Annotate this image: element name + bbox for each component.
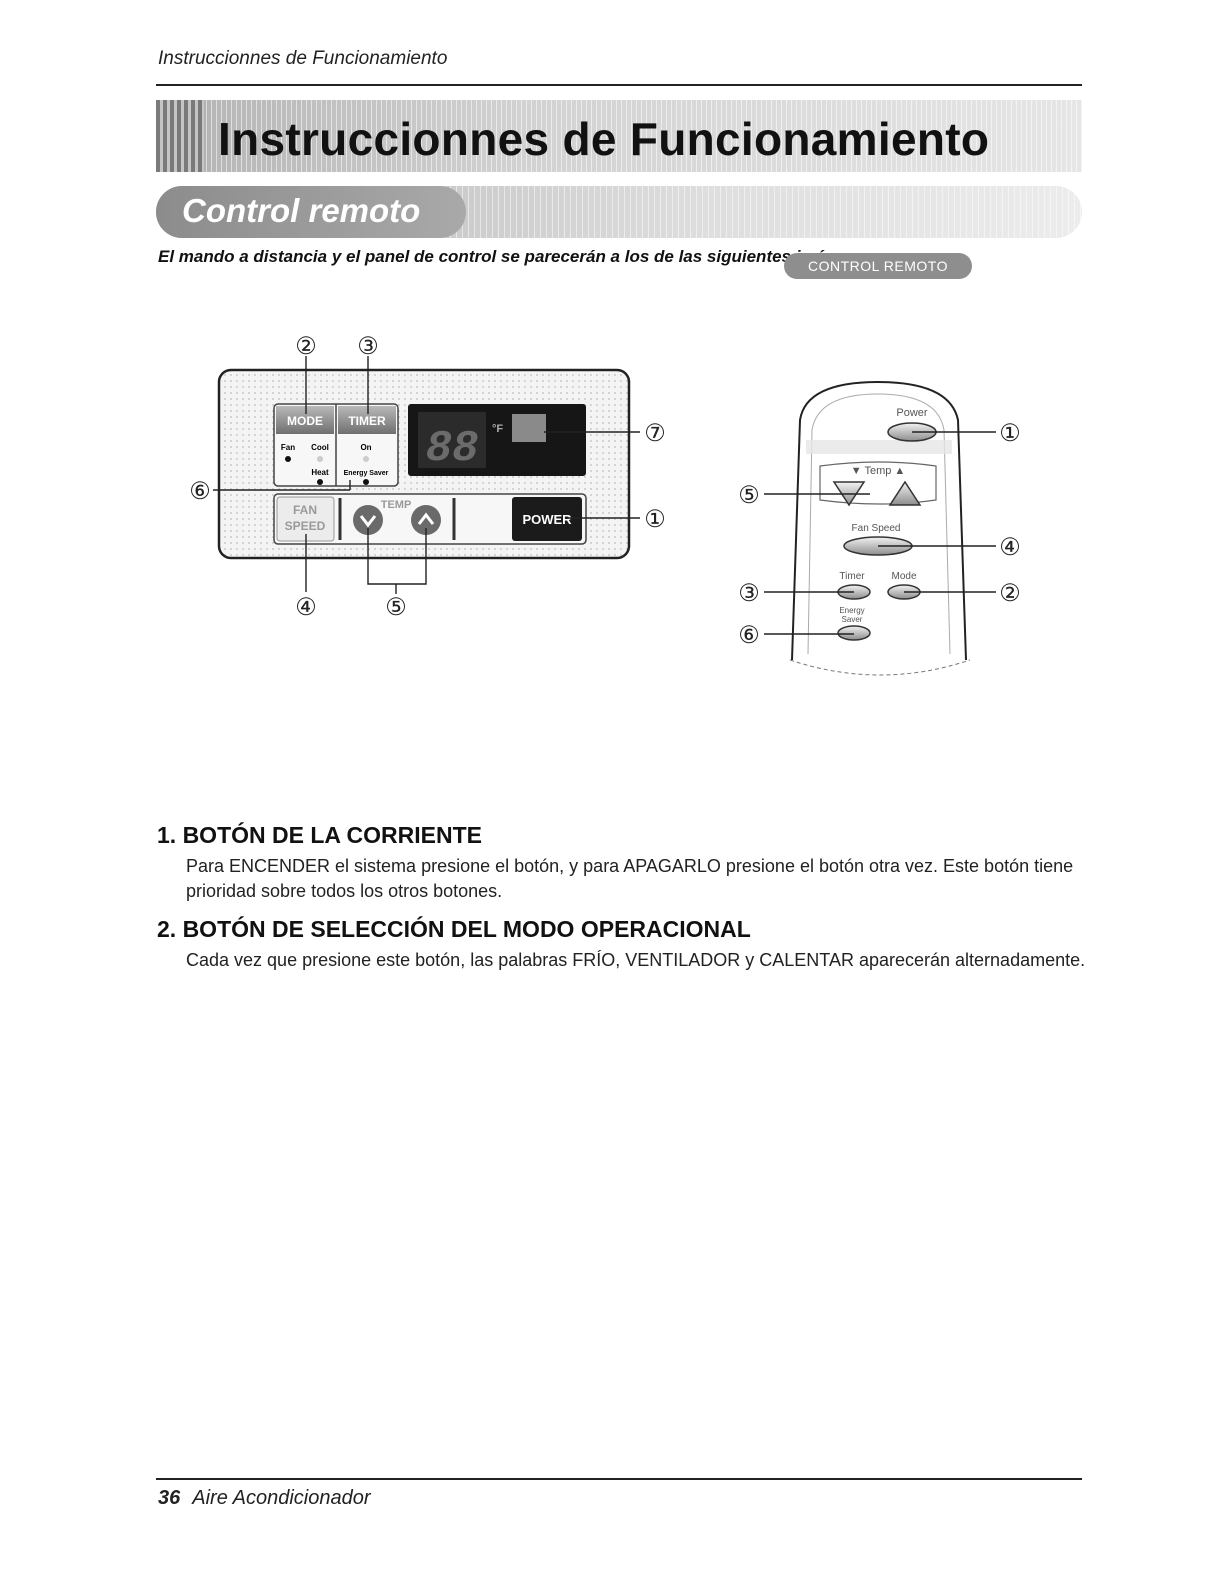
section-2-body: Cada vez que presione este botón, las pa… — [186, 950, 1086, 970]
remote-callout-6: ⑥ — [738, 622, 760, 649]
callout-3: ③ — [357, 333, 379, 360]
display-unit: °F — [492, 423, 503, 435]
chevron-down-icon — [359, 515, 377, 528]
remote-body — [791, 380, 967, 661]
control-panel: MODE TIMER Fan Cool Heat On Energy Saver… — [217, 368, 631, 560]
remote-callout-4: ④ — [999, 534, 1021, 561]
header-rule — [156, 84, 1082, 86]
fan-speed-label-2: SPEED — [285, 519, 326, 533]
footer-rule — [156, 1478, 1082, 1480]
heat-indicator-led — [317, 479, 323, 485]
control-figures: MODE TIMER Fan Cool Heat On Energy Saver… — [189, 253, 1021, 676]
cool-indicator-led — [317, 456, 323, 462]
section-2-heading: 2. BOTÓN DE SELECCIÓN DEL MODO OPERACION… — [157, 916, 751, 942]
remote-callout-3: ③ — [738, 580, 760, 607]
section-title: Control remoto — [182, 192, 421, 229]
section-banner — [156, 186, 1082, 238]
remote-power-label: Power — [896, 407, 928, 419]
mode-label: MODE — [287, 414, 323, 428]
banner-stripes — [156, 100, 204, 172]
remote-callout-1: ① — [999, 420, 1021, 447]
temperature-display: 88 — [426, 424, 479, 474]
callout-2: ② — [295, 333, 317, 360]
fan-indicator-led — [285, 456, 291, 462]
page-title: Instruccionnes de Funcionamiento — [218, 113, 990, 165]
intro-text: El mando a distancia y el panel de contr… — [158, 247, 879, 266]
timer-label: TIMER — [348, 414, 386, 428]
temp-down-button[interactable] — [353, 505, 383, 535]
callout-4: ④ — [295, 594, 317, 621]
remote-callout-2: ② — [999, 580, 1021, 607]
section-1-heading: 1. BOTÓN DE LA CORRIENTE — [157, 822, 482, 848]
cool-indicator-label: Cool — [311, 443, 329, 452]
remote-temp-label: ▼ Temp ▲ — [851, 465, 906, 477]
remote-callout-numbers: ① ⑤ ④ ③ ② ⑥ — [738, 420, 1021, 649]
remote-callout-lines — [764, 431, 996, 635]
energy-saver-indicator-led — [363, 479, 369, 485]
remote-energy-saver-label-2: Saver — [842, 615, 863, 624]
power-button[interactable] — [512, 497, 582, 541]
callout-1: ① — [644, 506, 666, 533]
on-indicator-led — [363, 456, 369, 462]
callout-6: ⑥ — [189, 478, 211, 505]
remote-sensor — [512, 414, 546, 442]
energy-saver-indicator-label: Energy Saver — [344, 470, 389, 477]
remote-timer-label: Timer — [839, 571, 865, 582]
remote-title-pill — [784, 253, 972, 279]
page-number: 36 — [158, 1487, 181, 1509]
remote-fan-speed-label: Fan Speed — [852, 523, 901, 534]
heat-indicator-label: Heat — [311, 468, 329, 477]
temp-label: TEMP — [381, 499, 412, 511]
panel-callout-numbers: ② ③ ⑦ ⑥ ① ④ ⑤ — [189, 333, 666, 621]
fan-speed-label-1: FAN — [293, 503, 317, 517]
section-1-body: Para ENCENDER el sistema presione el bot… — [186, 856, 1074, 901]
callout-5: ⑤ — [385, 594, 407, 621]
title-banner — [156, 100, 1082, 172]
remote-mode-label: Mode — [891, 571, 916, 582]
page-footer: 36 Aire Acondicionador — [158, 1487, 371, 1510]
footer-title: Aire Acondicionador — [192, 1487, 371, 1509]
remote-energy-saver-button[interactable] — [837, 625, 871, 641]
on-indicator-label: On — [360, 443, 371, 452]
remote-energy-saver-label-1: Energy — [839, 606, 864, 615]
chevron-up-icon — [417, 512, 435, 525]
callout-7: ⑦ — [644, 420, 666, 447]
remote-control: CONTROL REMOTO Power ▼ Temp ▲ Fan Speed … — [784, 253, 972, 676]
panel-callout-lines — [213, 356, 640, 594]
remote-callout-5: ⑤ — [738, 482, 760, 509]
power-label: POWER — [522, 512, 572, 527]
running-header: Instruccionnes de Funcionamiento — [158, 48, 448, 69]
temp-up-button[interactable] — [411, 505, 441, 535]
mode-button[interactable] — [276, 406, 334, 434]
section-pill — [156, 186, 466, 238]
remote-temp-up-button[interactable] — [888, 480, 922, 506]
remote-title: CONTROL REMOTO — [808, 258, 948, 274]
timer-button[interactable] — [338, 406, 396, 434]
fan-indicator-label: Fan — [281, 443, 295, 452]
